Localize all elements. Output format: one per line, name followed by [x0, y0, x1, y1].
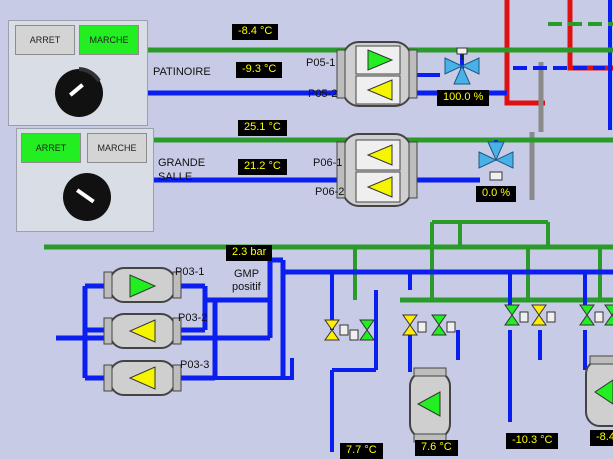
pump-p06-2-label: P06-2	[315, 186, 345, 198]
pump-p03-3-label: P03-3	[180, 359, 210, 371]
branch-2-temp: 7.6 °C	[415, 440, 458, 456]
branch-4-temp: -8.4	[590, 430, 613, 446]
grande-salle-label-1: GRANDE	[158, 157, 206, 169]
patinoire-return-temp: -9.3 °C	[236, 62, 283, 78]
pump-branch-2	[409, 367, 451, 443]
grande-salle-return-temp: 21.2 °C	[238, 159, 287, 175]
patinoire-3way-valve	[444, 47, 480, 85]
patinoire-run-button[interactable]: MARCHE	[79, 25, 139, 55]
pump-p03-2-label: P03-2	[178, 312, 208, 324]
pump-p03-1-label: P03-1	[175, 266, 205, 278]
grande-salle-valve-opening: 0.0 %	[476, 186, 517, 202]
pump-p06-1-label: P06-1	[313, 157, 343, 169]
pump-p03-2	[103, 313, 182, 349]
branch3-blue	[508, 272, 542, 422]
branch-1-valves	[324, 319, 375, 341]
pump-p05	[336, 41, 418, 107]
branch-1-temp: 7.7 °C	[340, 443, 383, 459]
patinoire-control-panel: ARRET MARCHE	[8, 20, 148, 126]
branch-3-temp: -10.3 °C	[506, 433, 559, 449]
pump-p06	[336, 133, 418, 207]
branch-3-valves	[504, 304, 556, 326]
gmp-label-1: GMP	[234, 268, 260, 280]
pump-p05-1-label: P05-1	[306, 57, 336, 69]
grande-salle-selector-knob[interactable]	[57, 167, 117, 227]
patinoire-selector-knob[interactable]	[49, 63, 109, 123]
grande-salle-run-button[interactable]: MARCHE	[87, 133, 147, 163]
gmp-pressure: 2.3 bar	[226, 245, 273, 261]
grande-salle-stop-button[interactable]: ARRET	[21, 133, 81, 163]
grande-salle-control-panel: ARRET MARCHE	[16, 128, 154, 232]
pump-p03-3	[103, 360, 182, 396]
pump-p05-2-label: P05-2	[308, 88, 338, 100]
gmp-lower-loop	[215, 358, 294, 380]
patinoire-valve-opening: 100.0 %	[437, 90, 490, 106]
gmp-label-2: positif	[232, 281, 261, 293]
pump-p03-1	[103, 267, 182, 303]
branch-4-valves	[579, 304, 613, 326]
patinoire-stop-button[interactable]: ARRET	[15, 25, 75, 55]
hot-pipe-drop	[567, 0, 613, 71]
patinoire-label: PATINOIRE	[153, 66, 211, 78]
patinoire-supply-temp: -8.4 °C	[232, 24, 279, 40]
grande-salle-label-2: SALLE	[158, 171, 193, 183]
gmp-pump3-in	[85, 286, 218, 381]
pump-branch-4	[585, 355, 613, 427]
hot-pipe-loop	[504, 0, 545, 106]
branch-2-valves	[402, 314, 456, 336]
branch1-blue	[330, 272, 378, 452]
grande-salle-supply-temp: 25.1 °C	[238, 120, 287, 136]
grande-salle-3way-valve	[478, 141, 514, 181]
branch2-blue	[408, 272, 460, 372]
